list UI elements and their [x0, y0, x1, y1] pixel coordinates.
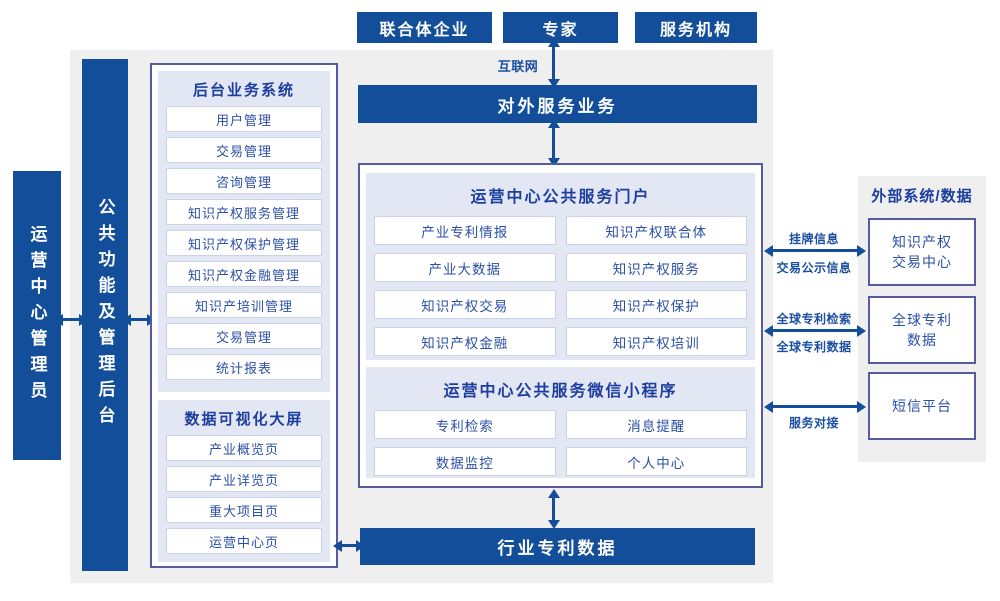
miniprogram-item: 数据监控	[374, 447, 556, 476]
arrow-admin-backend-icon	[54, 313, 88, 326]
dashboard-title: 数据可视化大屏	[184, 411, 304, 428]
arrow-service-to-portal-icon	[547, 119, 560, 167]
miniprogram-panel: 运营中心公共服务微信小程序 专利检索 消息提醒 数据监控 个人中心	[366, 367, 755, 478]
backend-item: 统计报表	[166, 354, 322, 380]
arrow-backend-container-icon	[122, 313, 156, 326]
portal-item: 知识产权培训	[565, 327, 747, 356]
arrow-sms-platform-icon	[764, 400, 866, 413]
miniprogram-item: 消息提醒	[565, 410, 747, 439]
miniprogram-item: 个人中心	[565, 447, 747, 476]
backend-system-items: 用户管理 交易管理 咨询管理 知识产权服务管理 知识产权保护管理 知识产权金融管…	[166, 106, 322, 380]
actor-expert: 专家	[503, 12, 618, 43]
external-systems-title: 外部系统/数据	[871, 188, 973, 205]
dashboard-item: 产业详览页	[166, 466, 322, 492]
miniprogram-title: 运营中心公共服务微信小程序	[443, 383, 678, 400]
public-function-backend-bar: 公共功能及管理后台	[82, 59, 128, 571]
label-listing-info: 挂牌信息	[788, 232, 839, 246]
portal-item: 产业大数据	[374, 253, 556, 282]
arrow-global-patent-icon	[764, 324, 866, 337]
backend-item: 知识产权金融管理	[166, 261, 322, 287]
external-system-sms-platform: 短信平台	[868, 372, 976, 440]
actor-label: 专家	[542, 21, 579, 39]
portal-item: 知识产权服务	[565, 253, 747, 282]
arrow-portal-to-industry-icon	[547, 489, 560, 529]
backend-system-title: 后台业务系统	[192, 82, 295, 99]
portal-item: 知识产权保护	[565, 290, 747, 319]
portal-panel: 运营中心公共服务门户 产业专利情报 知识产权联合体 产业大数据 知识产权服务 知…	[366, 173, 755, 360]
dashboard-panel: 数据可视化大屏 产业概览页 产业详览页 重大项目页 运营中心页	[158, 400, 330, 562]
actor-service-agency: 服务机构	[635, 12, 757, 43]
portal-items: 产业专利情报 知识产权联合体 产业大数据 知识产权服务 知识产权交易 知识产权保…	[374, 216, 747, 356]
backend-item: 知识产培训管理	[166, 292, 322, 318]
dashboard-item: 产业概览页	[166, 435, 322, 461]
backend-item: 交易管理	[166, 323, 322, 349]
admin-label: 运营中心管理员	[27, 224, 47, 407]
arrow-trade-center-icon	[764, 244, 866, 257]
portal-item: 知识产权联合体	[565, 216, 747, 245]
portal-title: 运营中心公共服务门户	[470, 189, 651, 206]
dashboard-item: 运营中心页	[166, 528, 322, 554]
external-system-global-patent-data: 全球专利数据	[868, 296, 976, 364]
actor-label: 联合体企业	[379, 21, 470, 39]
operation-center-admin-bar: 运营中心管理员	[13, 171, 61, 460]
arrow-dashboard-to-industry-icon	[333, 539, 365, 552]
portal-item: 知识产权交易	[374, 290, 556, 319]
portal-item: 产业专利情报	[374, 216, 556, 245]
portal-item: 知识产权金融	[374, 327, 556, 356]
external-system-ip-trade-center: 知识产权交易中心	[868, 218, 976, 286]
dashboard-items: 产业概览页 产业详览页 重大项目页 运营中心页	[166, 435, 322, 554]
label-global-patent-search: 全球专利检索	[776, 312, 852, 326]
dashboard-item: 重大项目页	[166, 497, 322, 523]
backend-item: 咨询管理	[166, 168, 322, 194]
arrow-internet-icon	[547, 38, 560, 88]
backend-item: 用户管理	[166, 106, 322, 132]
miniprogram-items: 专利检索 消息提醒 数据监控 个人中心	[374, 410, 747, 476]
backend-platform-label: 公共功能及管理后台	[95, 198, 115, 432]
miniprogram-item: 专利检索	[374, 410, 556, 439]
backend-item: 知识产权保护管理	[166, 230, 322, 256]
label-service-connect: 服务对接	[788, 416, 839, 430]
industry-bar-label: 行业专利数据	[497, 539, 618, 558]
backend-item: 交易管理	[166, 137, 322, 163]
label-trade-publicity: 交易公示信息	[776, 261, 852, 275]
actor-consortium-enterprise: 联合体企业	[357, 12, 492, 43]
backend-system-panel: 后台业务系统 用户管理 交易管理 咨询管理 知识产权服务管理 知识产权保护管理 …	[158, 71, 330, 392]
industry-patent-data-bar: 行业专利数据	[360, 528, 755, 565]
backend-item: 知识产权服务管理	[166, 199, 322, 225]
external-service-bar: 对外服务业务	[358, 85, 757, 123]
internet-label: 互联网	[497, 59, 539, 74]
label-global-patent-data: 全球专利数据	[776, 340, 852, 354]
external-service-label: 对外服务业务	[497, 96, 618, 116]
actor-label: 服务机构	[659, 21, 732, 39]
